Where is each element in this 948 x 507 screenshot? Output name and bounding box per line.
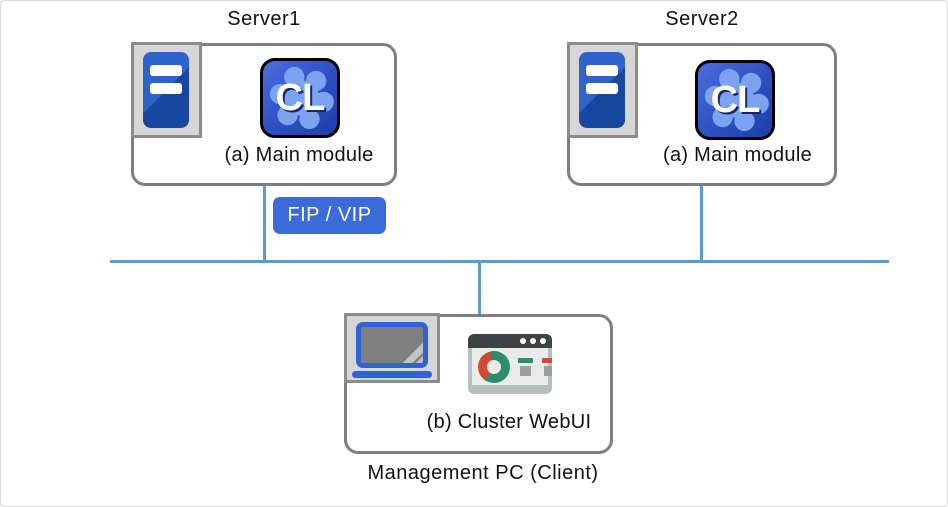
server-slot-bar bbox=[586, 65, 618, 76]
management-connector-line bbox=[478, 263, 481, 314]
browser-titlebar bbox=[468, 334, 552, 348]
network-line-horizontal bbox=[110, 260, 889, 263]
management-module-label: (b) Cluster WebUI bbox=[426, 411, 592, 433]
server2-connector-line bbox=[700, 186, 703, 261]
laptop-icon bbox=[356, 322, 428, 368]
cl-icon-letters: CL bbox=[710, 79, 761, 121]
server-tower-icon bbox=[579, 52, 625, 128]
stat-item bbox=[542, 357, 552, 376]
stat-square bbox=[520, 365, 531, 376]
server1-module-label: (a) Main module bbox=[224, 144, 374, 166]
mini-stats bbox=[518, 357, 552, 376]
webui-browser-icon bbox=[468, 334, 552, 394]
cl-gear-icon bbox=[269, 66, 334, 130]
stat-bar-red bbox=[542, 357, 552, 363]
browser-dot-icon bbox=[530, 338, 536, 344]
server2-title: Server2 bbox=[665, 8, 739, 30]
management-pc-caption: Management PC (Client) bbox=[367, 462, 599, 484]
cl-gear-icon bbox=[704, 68, 769, 132]
server1-cl-app-icon: CL bbox=[260, 58, 340, 138]
server-slot-bar bbox=[150, 65, 182, 76]
server2-module-label: (a) Main module bbox=[662, 144, 812, 166]
cl-icon-letters: CL bbox=[275, 77, 326, 119]
donut-hole bbox=[487, 359, 501, 374]
screen-shine bbox=[387, 335, 423, 363]
server1-connector-line bbox=[263, 186, 266, 261]
browser-content bbox=[472, 348, 552, 385]
stat-bar-teal bbox=[518, 357, 533, 363]
browser-dot-icon bbox=[540, 338, 546, 344]
fip-vip-badge: FIP / VIP bbox=[273, 197, 386, 234]
server2-server-icon bbox=[567, 42, 638, 138]
server1-server-icon bbox=[131, 42, 202, 138]
server1-title: Server1 bbox=[227, 8, 301, 30]
browser-dot-icon bbox=[520, 338, 526, 344]
server-slot-bar bbox=[586, 83, 618, 94]
server-slot-bar bbox=[150, 83, 182, 94]
stat-item bbox=[518, 357, 533, 376]
stat-square bbox=[544, 365, 552, 376]
management-laptop-icon bbox=[344, 313, 440, 383]
server-tower-icon bbox=[143, 52, 189, 128]
donut-chart-icon bbox=[478, 350, 510, 383]
laptop-base bbox=[352, 371, 432, 378]
server2-cl-app-icon: CL bbox=[695, 60, 775, 140]
